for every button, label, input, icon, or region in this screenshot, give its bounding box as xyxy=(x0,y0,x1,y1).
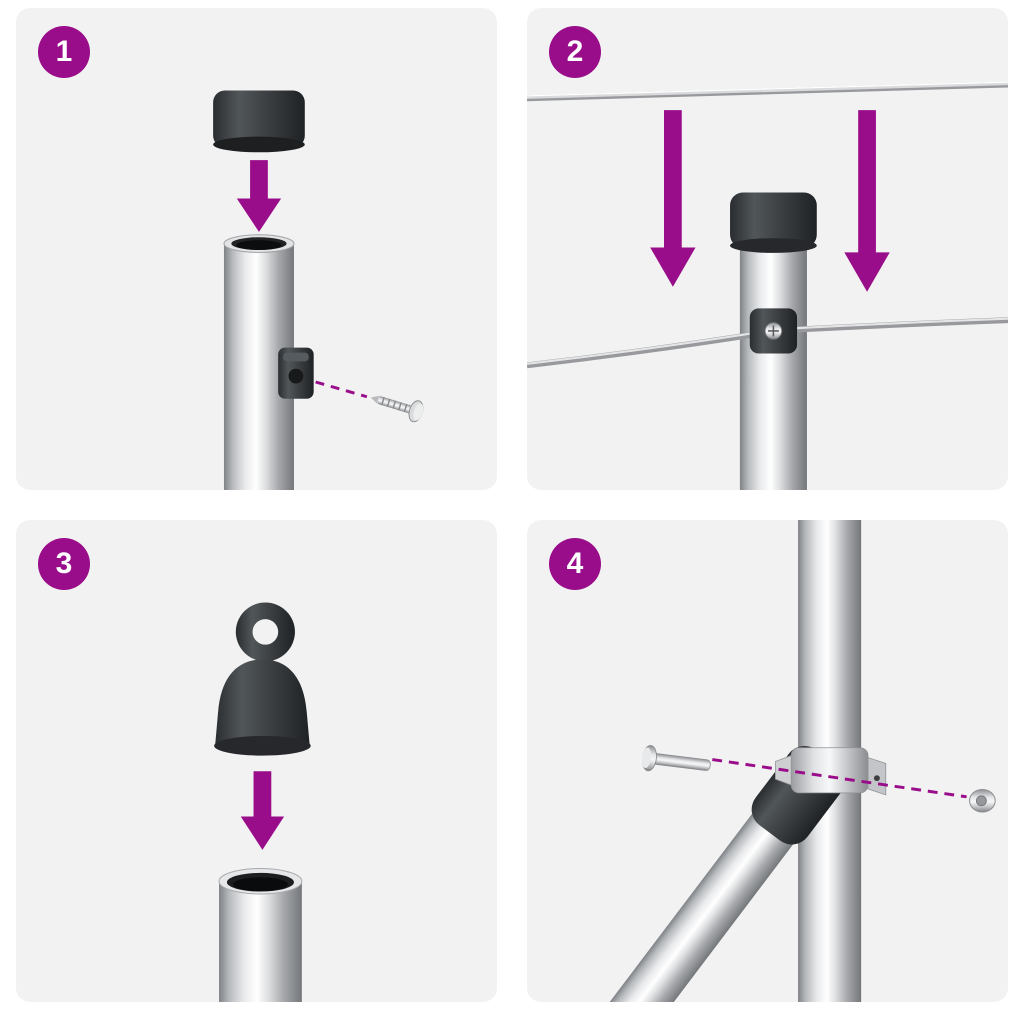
bolt-icon xyxy=(641,745,711,772)
eyelet-cap-icon xyxy=(214,602,311,756)
step-badge-4: 4 xyxy=(549,538,601,590)
step-panel-2: 2 xyxy=(527,8,1008,490)
arrow-down-icon xyxy=(650,110,696,287)
step-panel-4: 4 xyxy=(527,520,1008,1002)
step-number-3: 3 xyxy=(55,547,73,580)
fence-post-icon xyxy=(739,245,807,490)
step-number-4: 4 xyxy=(566,547,584,580)
dashed-guide-line xyxy=(712,758,967,799)
step-4-illustration xyxy=(596,520,996,1002)
step-number-2: 2 xyxy=(566,35,584,68)
tension-wire-bottom-icon xyxy=(527,317,1008,369)
wire-clamp-icon xyxy=(749,308,798,354)
screw-icon xyxy=(370,395,424,423)
post-cap-icon xyxy=(730,192,817,253)
step-panel-1: 1 xyxy=(16,8,497,490)
tension-wire-top-icon xyxy=(527,81,1008,102)
fence-post-icon xyxy=(218,868,303,1002)
arrow-down-icon xyxy=(844,110,890,292)
step-2-illustration xyxy=(527,81,1008,490)
step-badge-1: 1 xyxy=(38,26,90,78)
step-3-illustration xyxy=(214,602,311,1002)
step-number-1: 1 xyxy=(55,35,73,68)
post-cap-icon xyxy=(213,90,305,153)
step-badge-3: 3 xyxy=(38,538,90,590)
step-panel-3: 3 xyxy=(16,520,497,1002)
wire-clamp-icon xyxy=(278,347,314,399)
brace-clamp-icon xyxy=(774,747,887,796)
step-1-illustration xyxy=(213,90,424,490)
arrow-down-icon xyxy=(236,160,282,232)
arrow-down-icon xyxy=(240,771,285,850)
dashed-guide-line xyxy=(315,380,368,399)
nut-icon xyxy=(969,788,996,813)
step-badge-2: 2 xyxy=(549,26,601,78)
